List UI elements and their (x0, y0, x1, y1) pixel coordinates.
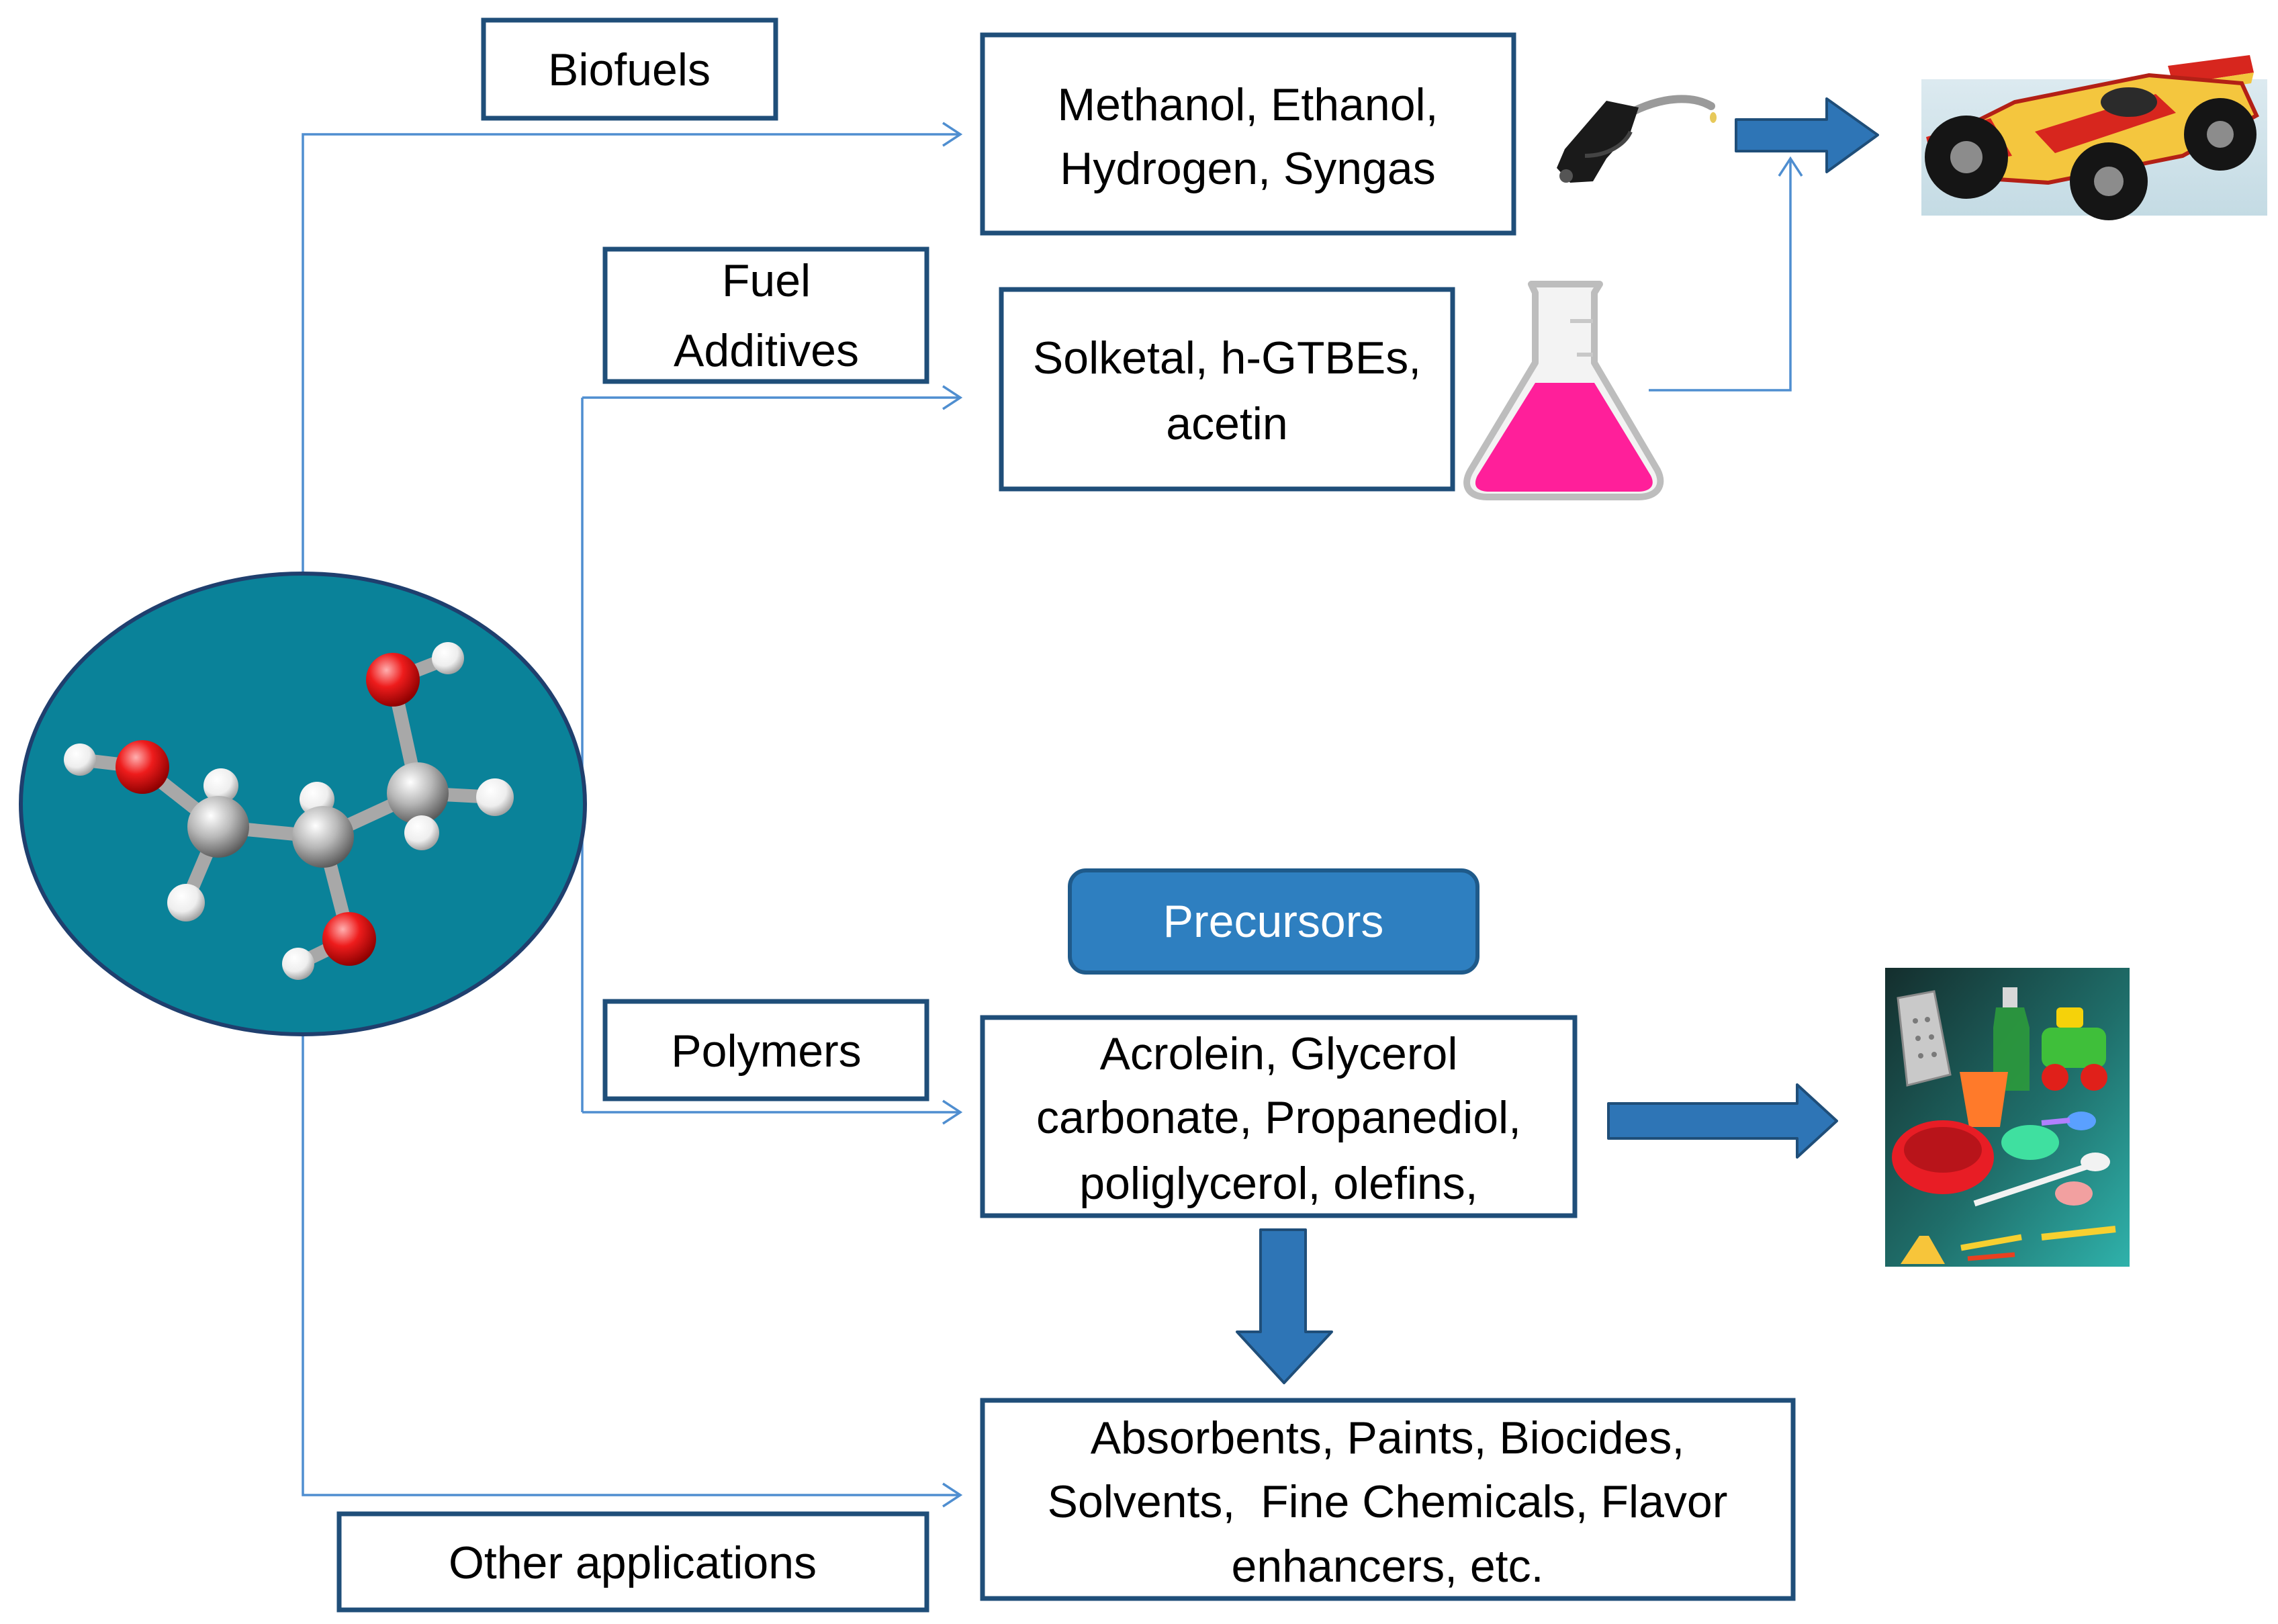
arrow-right-icon (1607, 1083, 1838, 1159)
label-polymers-text: Polymers (671, 1026, 861, 1077)
label-biofuels: Biofuels (481, 17, 778, 121)
label-fuel-additives-line1: Fuel (722, 255, 811, 306)
label-fuel-additives: Fuel Additives (602, 246, 929, 384)
connector-flask-to-arrow (1649, 159, 1792, 392)
arrowhead-other-applications (942, 1482, 963, 1508)
race-car-image (1921, 55, 2267, 220)
products-biofuels: Methanol, Ethanol, Hydrogen, Syngas (980, 32, 1516, 236)
arrowhead-fuel-additives (942, 385, 963, 410)
arrowhead-biofuels (942, 122, 963, 147)
glycerol-molecule-image (19, 572, 587, 1036)
label-fuel-additives-line2: Additives (674, 325, 859, 376)
flask-icon (1463, 281, 1664, 500)
label-other-applications: Other applications (336, 1511, 929, 1613)
arrow-down-icon (1236, 1228, 1333, 1384)
products-fuel-additives: Solketal, h-GTBEs, acetin (999, 287, 1455, 492)
arrowhead-polymers (942, 1099, 963, 1125)
products-biofuels-line1: Methanol, Ethanol, (1057, 79, 1438, 130)
plastic-products-image (1885, 968, 2130, 1267)
arrow-right-icon (1735, 97, 1879, 173)
fuel-nozzle-icon (1557, 95, 1717, 183)
arrowhead-flask-up (1778, 156, 1803, 177)
connector-to-other-applications (302, 1034, 960, 1496)
connector-to-biofuels (302, 133, 960, 574)
products-polymers-line1: Acrolein, Glycerol (1100, 1028, 1458, 1079)
products-polymers: Acrolein, Glycerol carbonate, Propanedio… (980, 1015, 1578, 1218)
precursors-badge: Precursors (1068, 868, 1479, 975)
products-other-applications-line2: Solvents, Fine Chemicals, Flavor (1048, 1476, 1728, 1527)
products-biofuels-line2: Hydrogen, Syngas (1060, 143, 1435, 194)
products-fuel-additives-line1: Solketal, h-GTBEs, (1033, 332, 1421, 384)
products-polymers-line2: carbonate, Propanediol, (1036, 1092, 1521, 1143)
products-other-applications-line1: Absorbents, Paints, Biocides, (1091, 1412, 1684, 1463)
products-other-applications-line3: enhancers, etc. (1232, 1541, 1544, 1592)
products-fuel-additives-line2: acetin (1166, 398, 1287, 449)
label-polymers: Polymers (602, 999, 929, 1101)
label-other-applications-text: Other applications (449, 1537, 817, 1588)
label-biofuels-text: Biofuels (548, 44, 711, 95)
precursors-text: Precursors (1163, 896, 1384, 947)
connector-lines (302, 122, 1803, 1508)
products-other-applications: Absorbents, Paints, Biocides, Solvents, … (980, 1398, 1796, 1601)
products-polymers-line3: poliglycerol, olefins, (1079, 1158, 1477, 1209)
